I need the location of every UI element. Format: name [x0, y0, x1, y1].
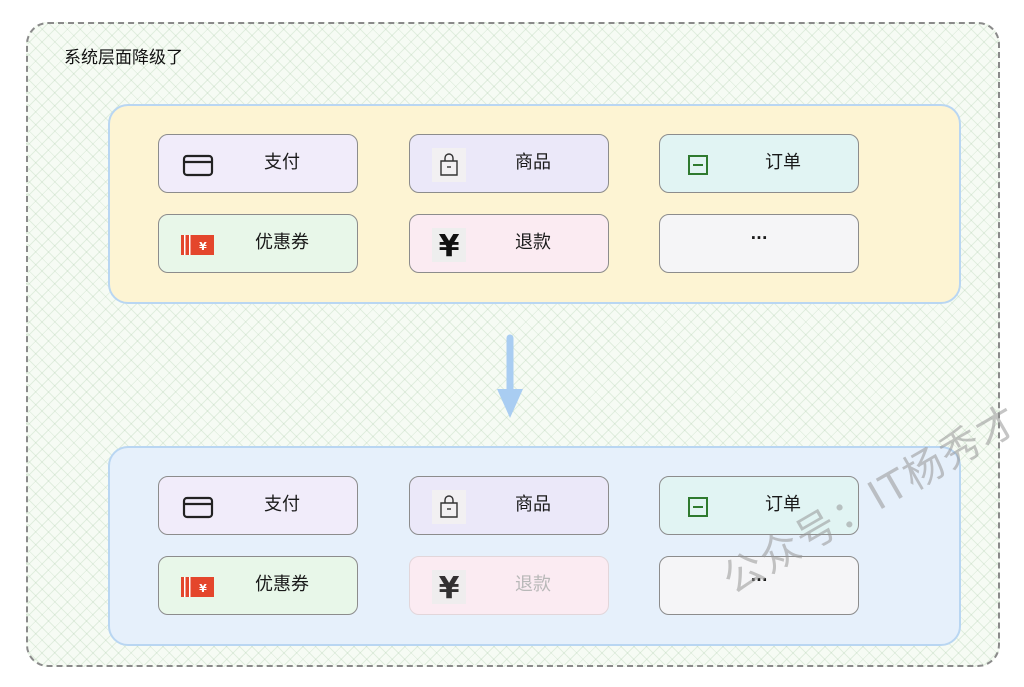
svg-text:¥: ¥	[439, 571, 460, 604]
minus-box-icon	[682, 490, 716, 524]
service-more-after: ···	[659, 556, 859, 615]
service-label: 支付	[264, 494, 300, 515]
service-label: 退款	[515, 232, 551, 253]
svg-text:¥: ¥	[199, 582, 207, 595]
minus-box-icon	[682, 148, 716, 182]
more-services-label: ···	[750, 571, 768, 589]
service-order-after: 订单	[659, 476, 859, 535]
diagram-title: 系统层面降级了	[64, 48, 183, 68]
yen-icon: ¥	[432, 570, 466, 604]
svg-text:¥: ¥	[199, 240, 207, 253]
service-pay-before: 支付	[158, 134, 358, 193]
down-arrow-icon	[494, 334, 526, 426]
card-icon	[181, 148, 215, 182]
shopping-bag-icon	[432, 490, 466, 524]
service-refund-before: ¥ 退款	[409, 214, 609, 273]
service-goods-after: 商品	[409, 476, 609, 535]
shopping-bag-icon	[432, 148, 466, 182]
service-label: 优惠券	[255, 574, 309, 595]
yen-icon: ¥	[432, 228, 466, 262]
more-services-label: ···	[750, 229, 768, 247]
service-label: 支付	[264, 152, 300, 173]
service-pay-after: 支付	[158, 476, 358, 535]
service-label: 订单	[765, 494, 801, 515]
svg-text:¥: ¥	[439, 229, 460, 262]
coupon-ticket-icon: ¥	[181, 228, 215, 262]
service-label: 商品	[515, 494, 551, 515]
card-icon	[181, 490, 215, 524]
service-label: 订单	[765, 152, 801, 173]
service-more-before: ···	[659, 214, 859, 273]
service-label-degraded: 退款	[515, 574, 551, 595]
service-label: 优惠券	[255, 232, 309, 253]
coupon-ticket-icon: ¥	[181, 570, 215, 604]
service-coupon-after: ¥ 优惠券	[158, 556, 358, 615]
service-coupon-before: ¥ 优惠券	[158, 214, 358, 273]
service-order-before: 订单	[659, 134, 859, 193]
service-label: 商品	[515, 152, 551, 173]
service-goods-before: 商品	[409, 134, 609, 193]
service-refund-after-degraded: ¥ 退款	[409, 556, 609, 615]
